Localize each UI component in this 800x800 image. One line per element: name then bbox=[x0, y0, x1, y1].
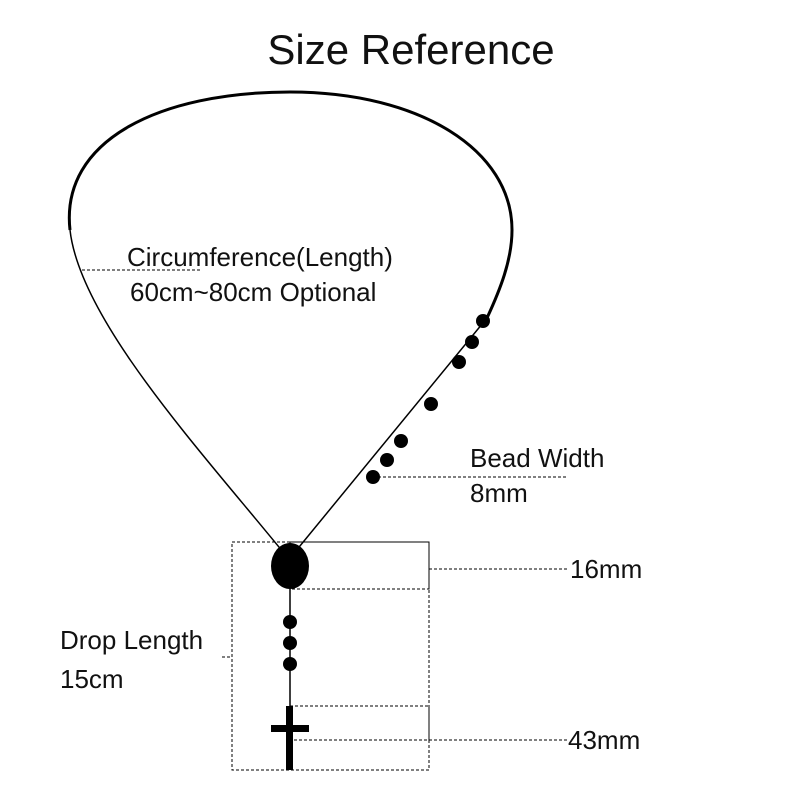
cross-pendant bbox=[271, 706, 309, 770]
centerpiece-size-label: 16mm bbox=[570, 554, 642, 584]
bead bbox=[476, 314, 490, 328]
drop-bead bbox=[283, 657, 297, 671]
chain-left-strand bbox=[69, 229, 284, 553]
bead-width-value: 8mm bbox=[470, 478, 528, 508]
cross-size-label: 43mm bbox=[568, 725, 640, 755]
drop-bead bbox=[283, 615, 297, 629]
bead-width-label: Bead Width bbox=[470, 443, 604, 473]
chain-right-strand bbox=[294, 317, 488, 553]
circumference-value: 60cm~80cm Optional bbox=[130, 277, 376, 307]
drop-length-bracket bbox=[231, 541, 430, 771]
bead bbox=[465, 335, 479, 349]
bead bbox=[394, 434, 408, 448]
centerpiece-bracket bbox=[289, 541, 430, 590]
bead bbox=[380, 453, 394, 467]
drop-length-value: 15cm bbox=[60, 664, 124, 694]
drop-length-label: Drop Length bbox=[60, 625, 203, 655]
drop-bead bbox=[283, 636, 297, 650]
bead bbox=[424, 397, 438, 411]
circumference-label: Circumference(Length) bbox=[127, 242, 393, 272]
chain-beads bbox=[366, 314, 490, 484]
bead bbox=[452, 355, 466, 369]
diagram-title: Size Reference bbox=[267, 26, 554, 73]
chain-top-loop bbox=[67, 90, 514, 319]
cross-bracket bbox=[289, 705, 430, 741]
